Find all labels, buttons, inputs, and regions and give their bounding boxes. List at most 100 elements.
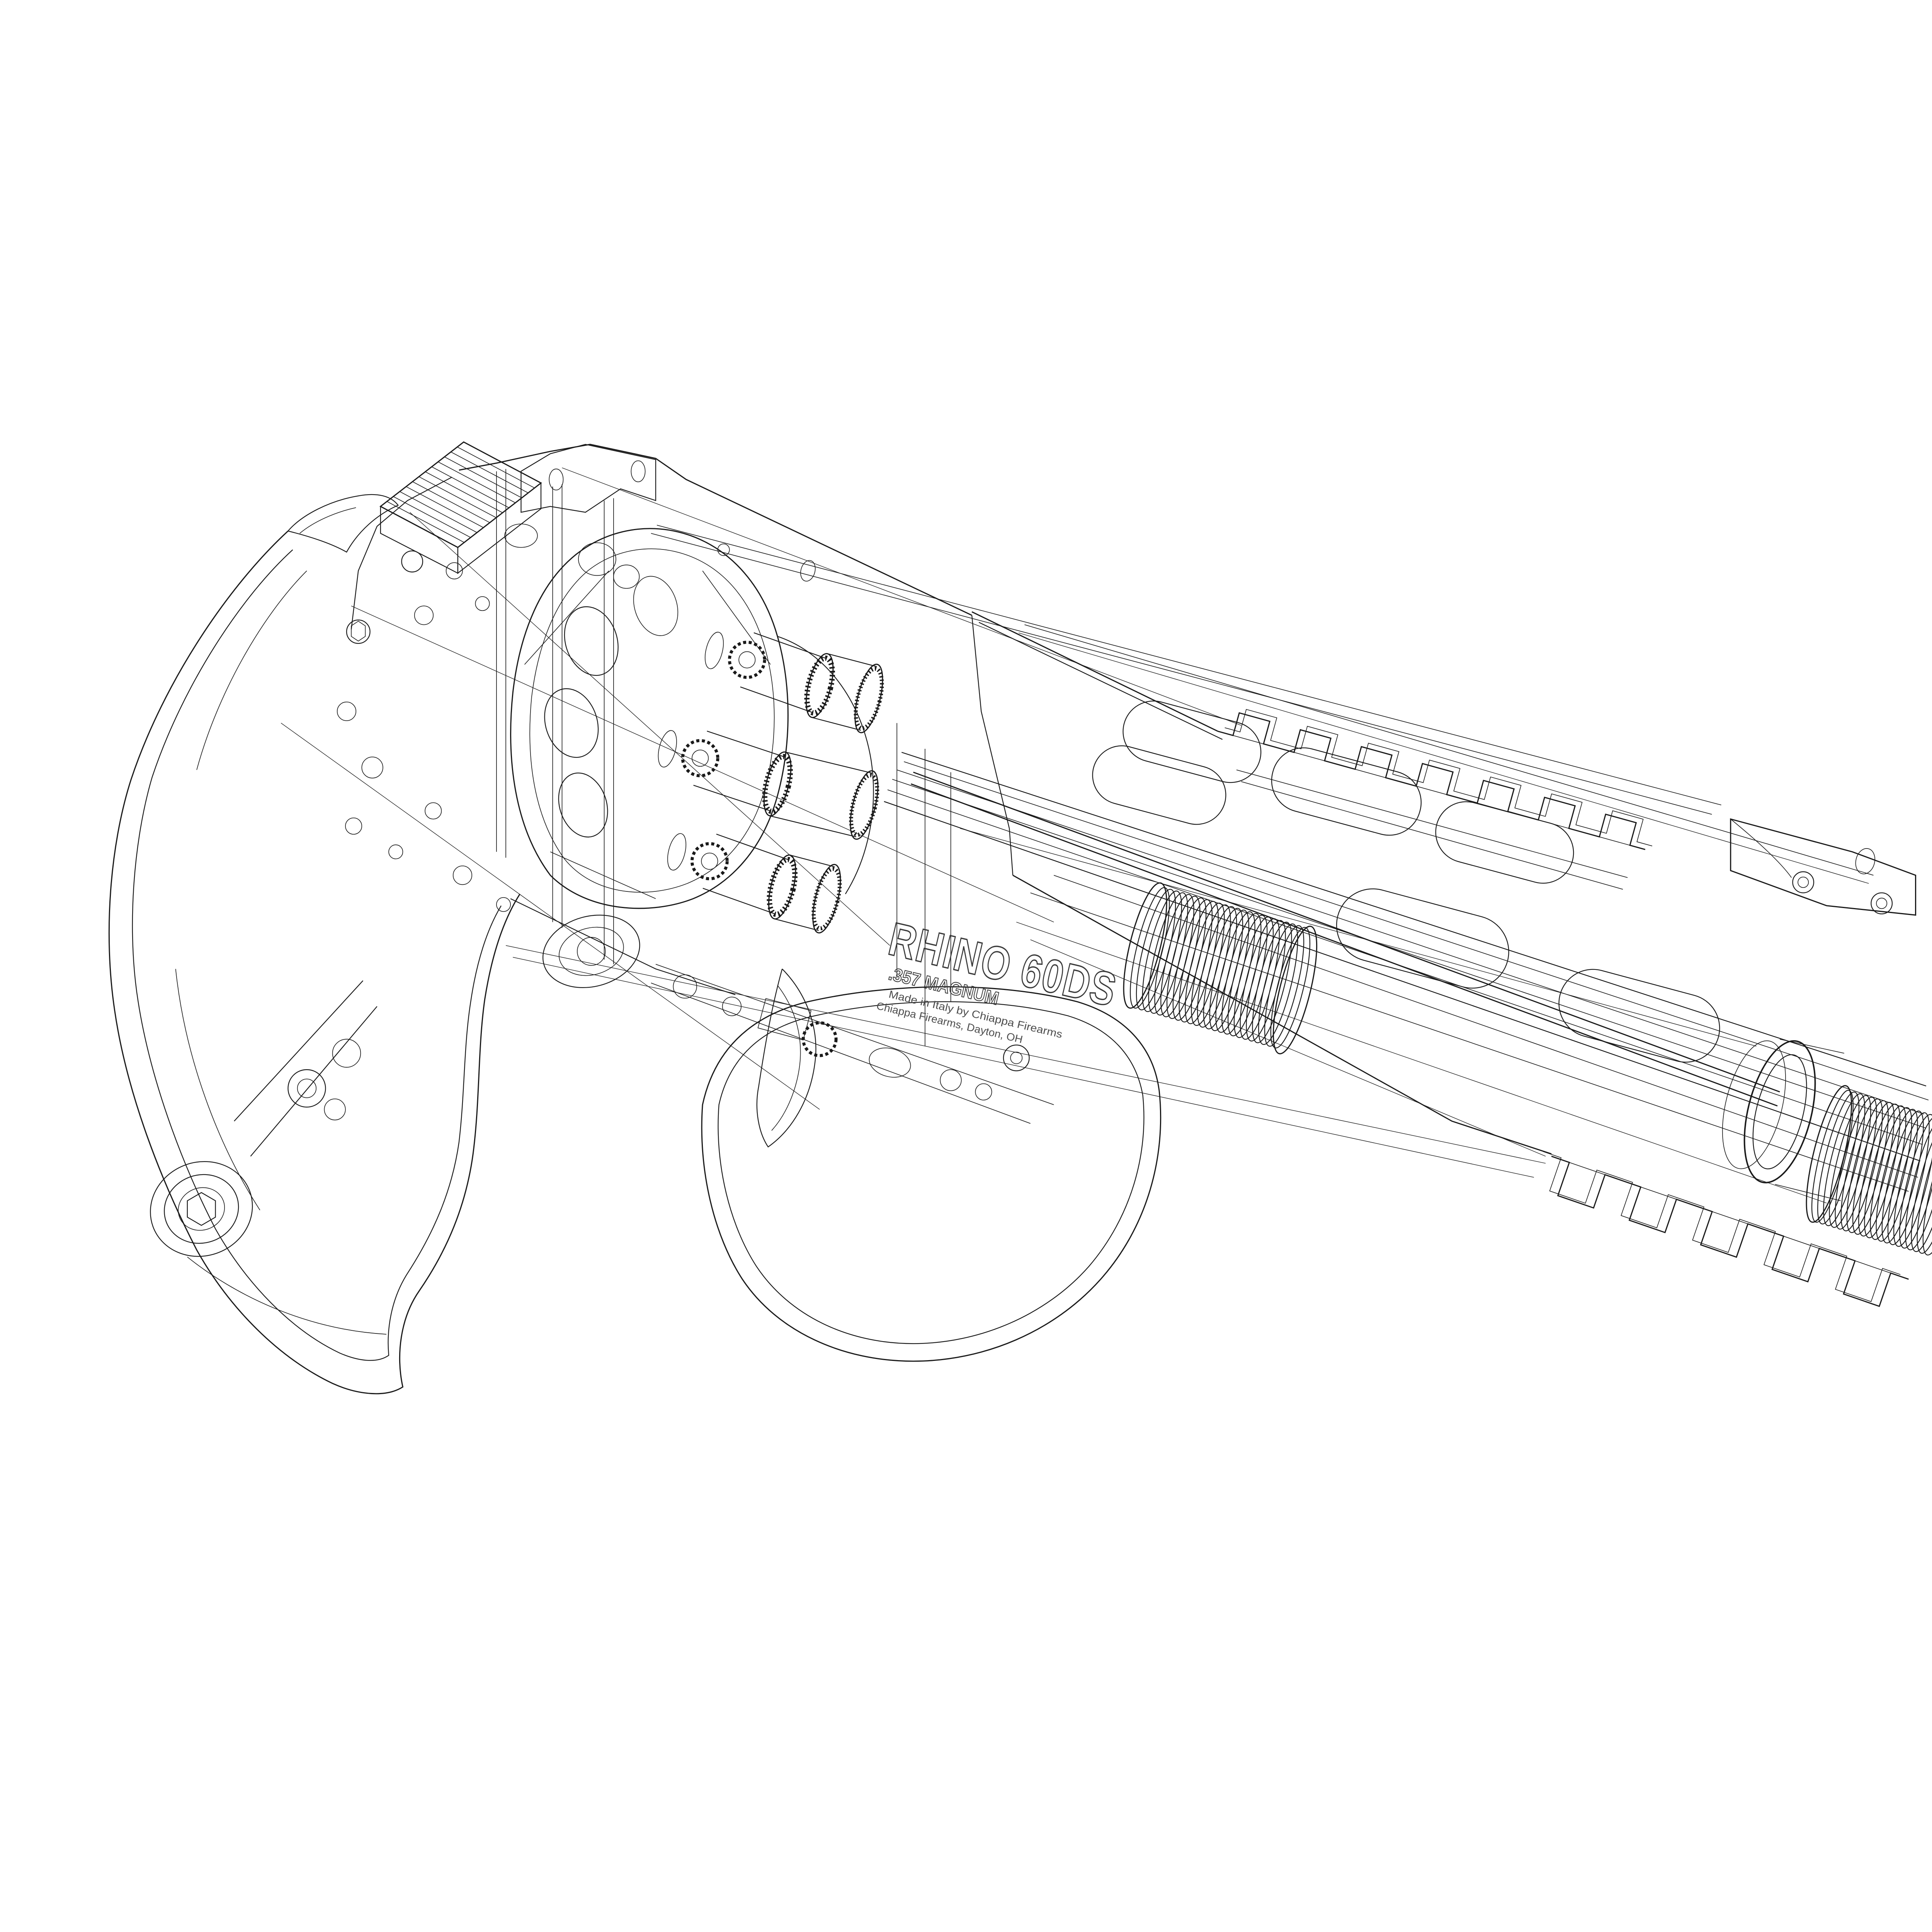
barrel-lines: [901, 752, 1927, 1087]
trigger-blade-center: [771, 985, 801, 1131]
barrel-lines: [884, 801, 1921, 1162]
coil-turn: [1829, 1095, 1871, 1228]
knurl-ridge: [431, 466, 509, 508]
coil-turn: [1887, 1112, 1930, 1245]
coil-turn: [1858, 1104, 1901, 1237]
coil-turn: [1252, 922, 1292, 1043]
frame-screws: [452, 866, 473, 885]
front-sight: [1730, 818, 1917, 916]
action-parts: [577, 937, 606, 966]
frame-screws: [496, 897, 511, 912]
grip-screw-cluster: [287, 1039, 361, 1121]
case-wall: [785, 752, 872, 774]
frame-left-edge: [350, 476, 452, 629]
muzzle-coil: [1806, 1085, 1932, 1256]
muzzle: [1775, 1184, 1841, 1201]
case-wall: [790, 854, 835, 867]
bottom-rail-teeth-depth: [1543, 1151, 1901, 1302]
construction-lines: [513, 957, 1534, 1178]
case-head: [667, 833, 687, 871]
construction-lines: [960, 828, 1757, 1047]
coil-turn: [1823, 1093, 1866, 1226]
trigger-guard: [1010, 1051, 1023, 1064]
coil-turn: [1846, 1100, 1889, 1233]
construction-lines: [351, 605, 1054, 922]
grip-screw-cluster: [324, 1099, 346, 1121]
grip: [108, 494, 520, 1395]
hammer-knurled-block: [457, 482, 542, 574]
cylinder: [564, 606, 619, 676]
top-rail-teeth-base: [1218, 731, 1645, 850]
cartridge-ring-ribs: [762, 754, 793, 814]
knurl-ridge: [438, 461, 516, 503]
hammer-knurled-block: [379, 441, 542, 548]
action-parts: [673, 974, 697, 999]
case-wall: [774, 918, 819, 931]
coil-turn: [1817, 1092, 1860, 1225]
barrel-lines: [892, 779, 1927, 1129]
knurl-ridge: [457, 447, 535, 488]
construction-lines: [505, 945, 1546, 1164]
cylinder-front-face-inner: [529, 548, 775, 893]
front-sight: [1798, 876, 1809, 888]
coil-turn: [1881, 1111, 1924, 1243]
action-parts: [651, 983, 1031, 1124]
shroud-top-edge: [971, 611, 1218, 732]
cartridge-ring: [850, 770, 879, 840]
frame-screws: [388, 844, 403, 859]
front-sight: [1730, 818, 1917, 916]
rear-sight-block: [613, 565, 640, 589]
cartridge-ring: [854, 663, 883, 733]
barrel-lines: [1053, 875, 1918, 1178]
frame-screws: [425, 802, 442, 820]
frame-screws: [345, 817, 362, 835]
trigger-blade: [756, 968, 816, 1148]
muzzle: [1779, 1039, 1844, 1054]
cylinder: [544, 688, 599, 758]
action-parts: [869, 1048, 911, 1078]
hammer-knurled-block: [379, 441, 542, 574]
case-wall: [769, 815, 857, 837]
action-parts: [975, 1083, 992, 1100]
case-wall: [707, 730, 784, 757]
shroud-lower-edge: [1012, 874, 1552, 1155]
top-rail-teeth: [1218, 712, 1646, 850]
extractor-star-hub: [738, 651, 756, 668]
hex-screw: [351, 621, 366, 642]
frame-bottom-edge: [510, 898, 736, 995]
coil-turn: [1852, 1102, 1895, 1235]
shroud-cutout: [1092, 745, 1226, 825]
construction-lines: [410, 512, 890, 946]
cylinder-flat-chord-1: [524, 570, 609, 665]
muzzle: [1722, 1039, 1844, 1201]
picatinny-top-rail: [1218, 709, 1653, 850]
coil-turn: [1258, 923, 1298, 1045]
construction-lines: [1024, 624, 1874, 876]
frame-right-junction: [971, 615, 1014, 876]
barrel-shroud: [978, 622, 1223, 740]
cartridge-ring: [812, 864, 841, 934]
cartridge-ring: [768, 854, 796, 920]
shroud-cutout: [1435, 801, 1574, 884]
cartridge-ring: [806, 653, 834, 718]
grip-bottom-inner-curve: [187, 1257, 387, 1335]
cylinder: [633, 576, 679, 636]
construction-lines: [1016, 922, 1827, 1204]
knurl-ridges: [380, 442, 541, 548]
coil-end: [1272, 925, 1318, 1054]
action-parts: [542, 915, 640, 988]
grip-screw-cluster: [332, 1039, 361, 1068]
barrel-lines: [896, 769, 1924, 1115]
extractor-star: [690, 842, 729, 881]
front-sight: [1730, 819, 1792, 878]
cylinder-front-face: [510, 528, 789, 909]
case-head: [658, 730, 677, 768]
grip-panel-seam-lower: [175, 969, 260, 1211]
case-wall: [753, 632, 827, 659]
trigger-guard-inner: [718, 1001, 1145, 1344]
extractor-star: [728, 641, 766, 679]
construction-lines: [1019, 633, 1869, 884]
case-wall: [702, 888, 776, 915]
knurl-ridge: [418, 476, 497, 518]
